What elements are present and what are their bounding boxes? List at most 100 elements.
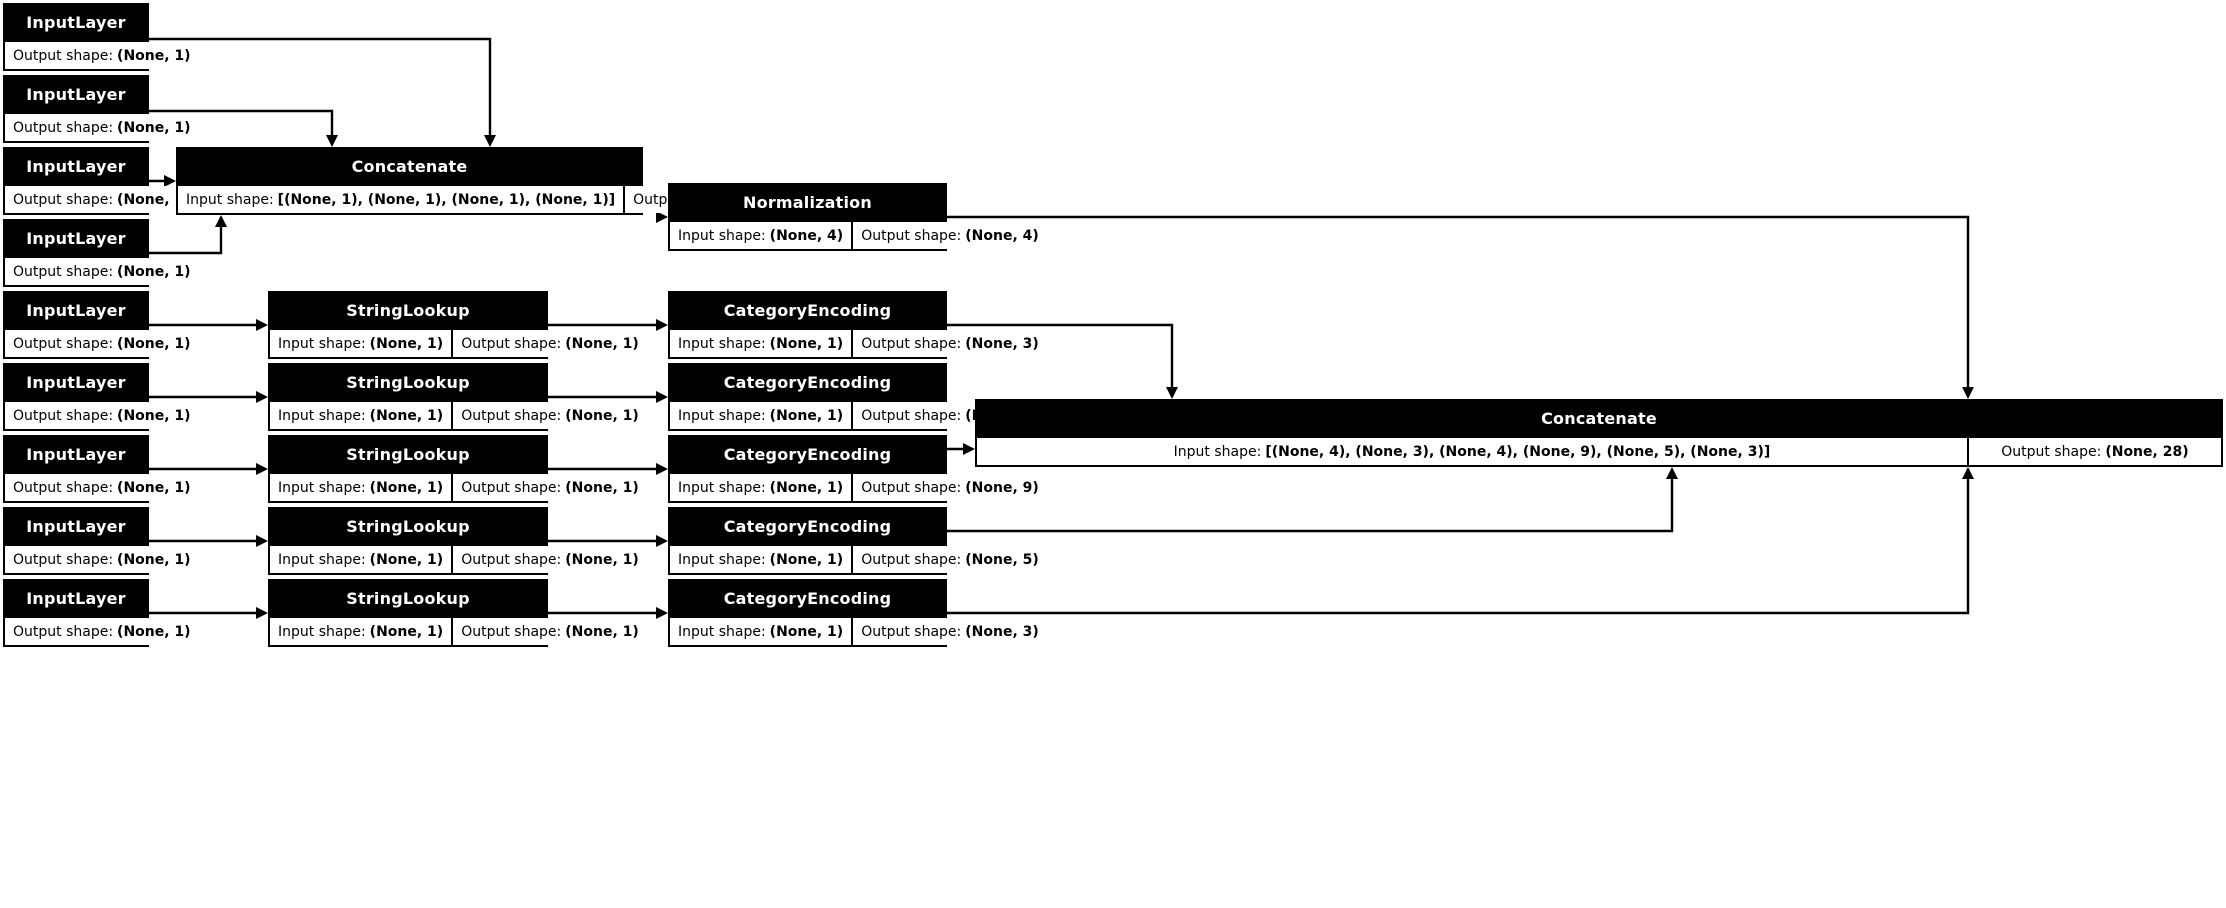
output-shape-input_4: Output shape:(None, 1) (5, 330, 199, 357)
node-title-lookup_2: StringLookup (270, 437, 546, 472)
input-shape-label-lookup_2: Input shape: (278, 479, 366, 496)
output-shape-value-normalization: (None, 4) (965, 227, 1039, 244)
input-shape-label-lookup_1: Input shape: (278, 407, 366, 424)
output-shape-label-encode_2: Output shape: (861, 479, 962, 496)
output-shape-input_3: Output shape:(None, 1) (5, 258, 199, 285)
input-shape-value-encode_3: (None, 1) (769, 551, 844, 568)
output-shape-value-lookup_2: (None, 1) (565, 479, 639, 496)
input-shape-value-encode_2: (None, 1) (769, 479, 844, 496)
output-shape-input_8: Output shape:(None, 1) (5, 618, 199, 645)
output-shape-value-input_7: (None, 1) (117, 551, 191, 568)
node-title-normalization: Normalization (670, 185, 945, 220)
input-shape-value-concat_numeric: [(None, 1), (None, 1), (None, 1), (None,… (277, 191, 616, 208)
input-shape-value-normalization: (None, 4) (769, 227, 844, 244)
output-shape-label-input_7: Output shape: (13, 551, 114, 568)
node-title-input_8: InputLayer (5, 581, 147, 616)
node-shapes-input_2: Output shape:(None, 1) (5, 184, 199, 213)
node-title-lookup_3: StringLookup (270, 509, 546, 544)
node-title-encode_3: CategoryEncoding (670, 509, 945, 544)
input-shape-encode_2: Input shape:(None, 1) (670, 474, 852, 501)
node-title-input_1: InputLayer (5, 77, 147, 112)
input-shape-value-lookup_0: (None, 1) (369, 335, 444, 352)
input-shape-lookup_3: Input shape:(None, 1) (270, 546, 452, 573)
input-shape-value-lookup_1: (None, 1) (369, 407, 444, 424)
output-shape-lookup_3: Output shape:(None, 1) (451, 546, 647, 573)
output-shape-lookup_1: Output shape:(None, 1) (451, 402, 647, 429)
output-shape-label-encode_4: Output shape: (861, 623, 962, 640)
node-title-encode_1: CategoryEncoding (670, 365, 945, 400)
output-shape-value-input_1: (None, 1) (117, 119, 191, 136)
output-shape-label-input_6: Output shape: (13, 479, 114, 496)
input-shape-lookup_2: Input shape:(None, 1) (270, 474, 452, 501)
node-title-encode_4: CategoryEncoding (670, 581, 945, 616)
output-shape-label-lookup_2: Output shape: (461, 479, 562, 496)
input-shape-label-lookup_0: Input shape: (278, 335, 366, 352)
output-shape-value-lookup_3: (None, 1) (565, 551, 639, 568)
node-title-lookup_1: StringLookup (270, 365, 546, 400)
input-shape-label-concat_all: Input shape: (1173, 443, 1262, 460)
output-shape-label-lookup_4: Output shape: (461, 623, 562, 640)
output-shape-value-encode_3: (None, 5) (965, 551, 1039, 568)
output-shape-value-encode_2: (None, 9) (965, 479, 1039, 496)
node-shapes-input_7: Output shape:(None, 1) (5, 544, 199, 573)
node-shapes-lookup_1: Input shape:(None, 1) Output shape:(None,… (270, 400, 647, 429)
output-shape-lookup_4: Output shape:(None, 1) (451, 618, 647, 645)
input-shape-label-encode_2: Input shape: (678, 479, 766, 496)
output-shape-label-input_5: Output shape: (13, 407, 114, 424)
output-shape-encode_3: Output shape:(None, 5) (851, 546, 1047, 573)
output-shape-concat_all: Output shape:(None, 28) (1966, 438, 2221, 465)
node-shapes-input_3: Output shape:(None, 1) (5, 256, 199, 285)
node-shapes-input_6: Output shape:(None, 1) (5, 472, 199, 501)
node-title-input_7: InputLayer (5, 509, 147, 544)
edge-encode3-to-concat-all (947, 467, 1678, 533)
input-shape-value-encode_4: (None, 1) (769, 623, 844, 640)
input-shape-encode_4: Input shape:(None, 1) (670, 618, 852, 645)
input-shape-label-lookup_4: Input shape: (278, 623, 366, 640)
output-shape-label-input_2: Output shape: (13, 191, 114, 208)
node-shapes-normalization: Input shape:(None, 4)Output shape:(None,… (670, 220, 1047, 249)
node-shapes-lookup_3: Input shape:(None, 1)Output shape:(None,… (270, 544, 647, 573)
output-shape-label-input_8: Output shape: (13, 623, 114, 640)
input-shape-label-encode_0: Input shape: (678, 335, 766, 352)
output-shape-value-input_6: (None, 1) (117, 479, 191, 496)
output-shape-input_1: Output shape:(None, 1) (5, 114, 199, 141)
edge-input3-to-concat-numeric (149, 215, 227, 255)
output-shape-input_6: Output shape:(None, 1) (5, 474, 199, 501)
edge-encode4-to-concat-all (947, 467, 1974, 615)
output-shape-lookup_0: Output shape:(None, 1) (451, 330, 647, 357)
input-shape-encode_3: Input shape:(None, 1) (670, 546, 852, 573)
node-shapes-encode_2: Input shape:(None, 1)Output shape:(None,… (670, 472, 1047, 501)
input-shape-lookup_4: Input shape:(None, 1) (270, 618, 452, 645)
input-shape-label-encode_1: Input shape: (678, 407, 766, 424)
output-shape-value-input_5: (None, 1) (117, 407, 191, 424)
input-shape-label-concat_numeric: Input shape: (186, 191, 274, 208)
input-shape-concat_numeric: Input shape:[(None, 1), (None, 1), (None… (178, 186, 624, 213)
output-shape-label-input_1: Output shape: (13, 119, 114, 136)
input-shape-value-lookup_2: (None, 1) (369, 479, 444, 496)
edge-normalization-to-concat-all (947, 215, 1974, 399)
node-shapes-lookup_0: Input shape:(None, 1)Output shape:(None,… (270, 328, 647, 357)
node-title-input_2: InputLayer (5, 149, 147, 184)
node-shapes-encode_3: Input shape:(None, 1)Output shape:(None,… (670, 544, 1047, 573)
output-shape-encode_2: Output shape:(None, 9) (851, 474, 1047, 501)
node-title-concat_all: Concatenate (977, 401, 2221, 436)
node-shapes-concat_all: Input shape:[(None, 4), (None, 3), (None… (977, 436, 2221, 465)
output-shape-input_0: Output shape:(None, 1) (5, 42, 199, 69)
input-shape-encode_1: Input shape:(None, 1) (670, 402, 852, 429)
input-shape-lookup_0: Input shape:(None, 1) (270, 330, 452, 357)
node-shapes-encode_4: Input shape:(None, 1) Output shape: (None,… (670, 616, 1047, 645)
